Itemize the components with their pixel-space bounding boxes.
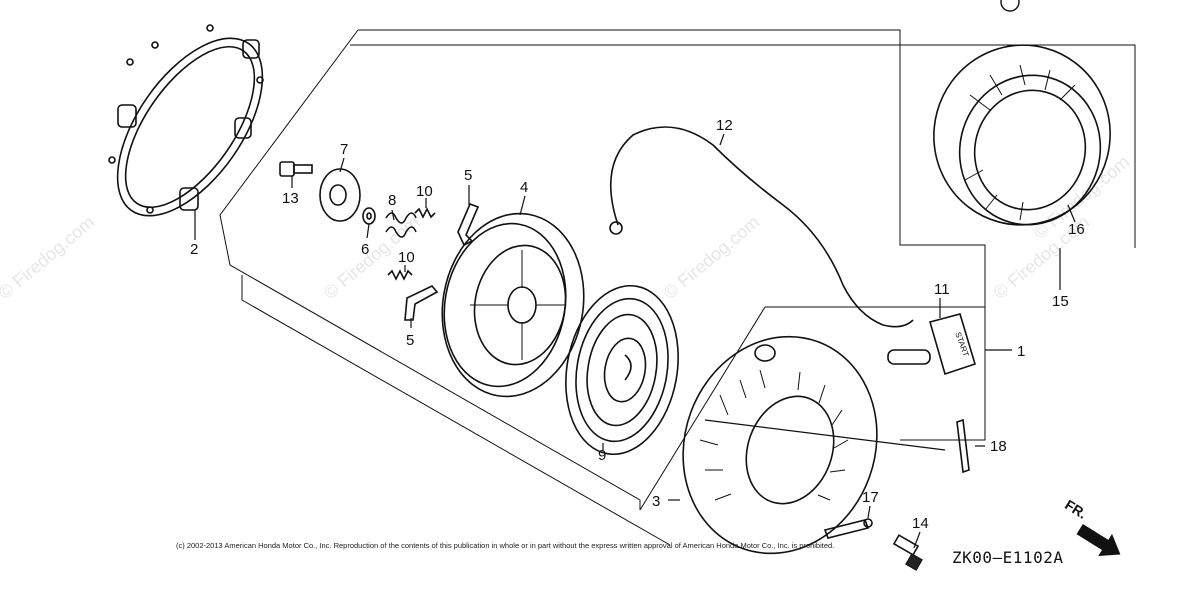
callout-16: 16: [1068, 221, 1085, 238]
front-label: FR.: [1062, 496, 1090, 522]
callout-11: 11: [934, 281, 950, 298]
callout-10-upper: 10: [416, 183, 433, 200]
recoil-spring: [565, 284, 679, 456]
rope-clip: [823, 518, 873, 539]
callout-10-lower: 10: [398, 249, 415, 266]
pawl-lower: [404, 285, 439, 321]
callout-2: 2: [190, 241, 198, 258]
washer: [362, 207, 376, 225]
callout-1: 1: [1017, 343, 1025, 360]
fan-cover: [933, 44, 1111, 226]
grip-label: START: [953, 331, 970, 358]
callout-4: 4: [520, 179, 528, 196]
callout-14: 14: [912, 515, 929, 532]
starter-grip: START: [887, 313, 976, 376]
callout-6: 6: [361, 241, 369, 258]
spring: [385, 212, 417, 238]
callout-13: 13: [282, 190, 299, 207]
callout-7: 7: [340, 141, 348, 158]
copyright-notice: (c) 2002-2013 American Honda Motor Co., …: [176, 541, 835, 550]
small-spring-upper: [414, 207, 436, 219]
starter-rope: [609, 126, 914, 328]
callout-17: 17: [862, 489, 879, 506]
callout-15: 15: [1052, 293, 1069, 310]
callout-5-upper: 5: [464, 167, 472, 184]
figure-code: ZK00—E1102A: [952, 548, 1064, 567]
bolt: [279, 161, 313, 177]
gasket-ring: [108, 24, 264, 217]
rope-guide: [956, 418, 970, 474]
ratchet: [319, 168, 361, 222]
small-spring-lower: [387, 269, 413, 281]
leader-lines: [194, 133, 1076, 549]
callout-12: 12: [716, 117, 733, 134]
callout-5-lower: 5: [406, 332, 414, 349]
callout-3: 3: [652, 493, 660, 510]
watermark: © Firedog.com: [660, 212, 763, 303]
starter-case: [682, 335, 878, 555]
callouts: 1 2 3 4 5 5 6 7 8 9 10 10 11 12 13 14 15…: [190, 117, 1085, 532]
arrow-icon: [1076, 523, 1121, 556]
flange-bolt: [892, 534, 923, 571]
callout-9: 9: [598, 447, 606, 464]
reel-pulley: [441, 212, 585, 398]
front-direction-arrow: FR.: [1062, 496, 1121, 556]
watermark: © Firedog.com: [0, 212, 98, 303]
registered-mark-icon: [1000, 0, 1020, 12]
callout-18: 18: [990, 438, 1007, 455]
callout-8: 8: [388, 192, 396, 209]
assembly-outline-1: [219, 29, 1136, 546]
